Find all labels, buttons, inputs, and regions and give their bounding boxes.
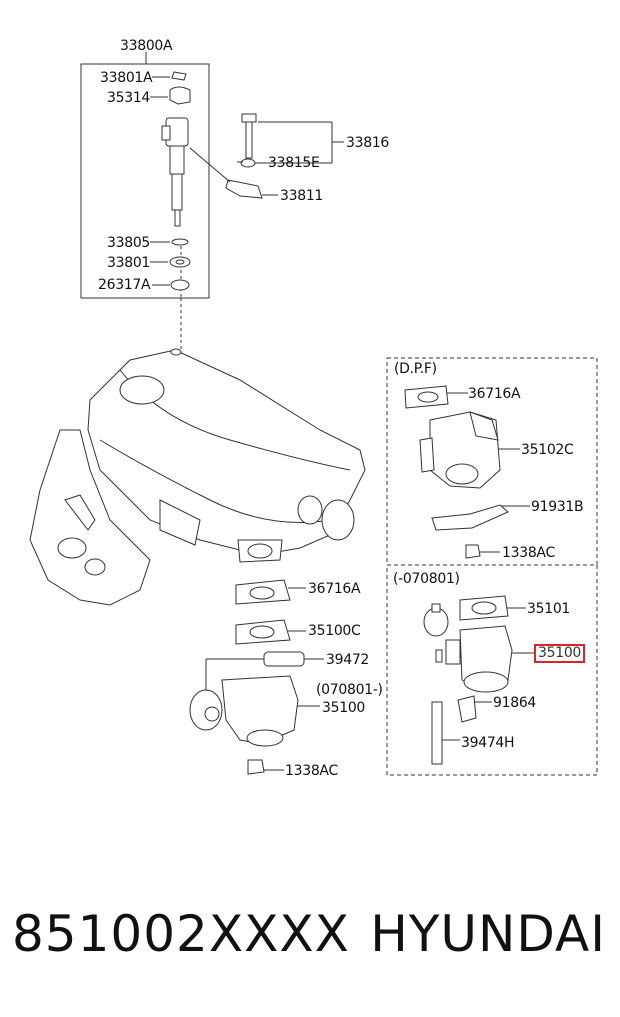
- label-33816: 33816: [346, 135, 390, 151]
- label-39472: 39472: [326, 652, 370, 668]
- label-35102C: 35102C: [521, 442, 574, 458]
- diagram-drawing: [29, 52, 598, 776]
- label-pre-070801: (-070801): [393, 571, 460, 587]
- label-33815E: 33815E: [268, 155, 320, 171]
- label-33805: 33805: [107, 235, 151, 251]
- injector: [161, 71, 191, 291]
- label-33800A: 33800A: [120, 38, 173, 54]
- label-39474H: 39474H: [461, 735, 515, 751]
- label-post-070801: (070801-): [316, 682, 383, 698]
- pre-070801-throttle-body: [423, 595, 513, 765]
- label-26317A: 26317A: [98, 277, 151, 293]
- label-1338AC-dpf: 1338AC: [502, 545, 555, 561]
- brand-name: HYUNDAI: [370, 905, 606, 963]
- label-36716A-dpf: 36716A: [468, 386, 521, 402]
- throttle-body-assembly: [189, 539, 305, 775]
- label-dpf: (D.P.F): [394, 361, 437, 377]
- engine-block: [29, 348, 366, 606]
- parts-diagram: 33800A 33801A 35314 33816 33815E 33811 3…: [29, 38, 598, 779]
- label-35101: 35101: [527, 601, 571, 617]
- label-33801A: 33801A: [100, 70, 153, 86]
- label-33801: 33801: [107, 255, 151, 271]
- label-1338AC: 1338AC: [285, 763, 338, 779]
- label-35100-highlighted[interactable]: 35100: [534, 644, 586, 663]
- label-91931B: 91931B: [531, 499, 584, 515]
- clamp-bolt: [189, 113, 263, 199]
- injector-kit-frame: [80, 63, 210, 299]
- dpf-throttle-body: [404, 385, 509, 559]
- label-35100: 35100: [322, 700, 366, 716]
- label-35100C: 35100C: [308, 623, 361, 639]
- pre-070801-frame: [386, 564, 598, 776]
- label-35314: 35314: [107, 90, 151, 106]
- label-33811: 33811: [280, 188, 324, 204]
- part-number: 851002XXXX: [12, 905, 350, 963]
- label-36716A: 36716A: [308, 581, 361, 597]
- label-91864: 91864: [493, 695, 537, 711]
- footer: 851002XXXX HYUNDAI: [0, 905, 620, 975]
